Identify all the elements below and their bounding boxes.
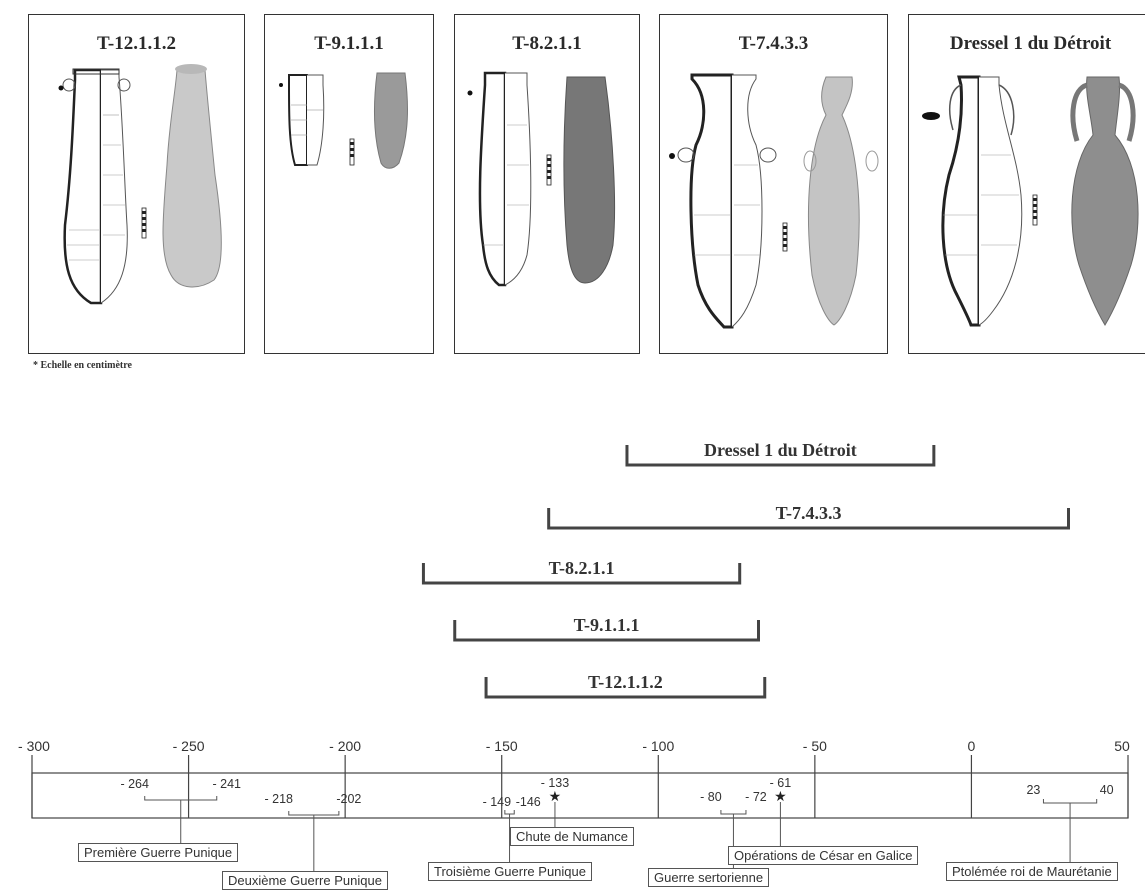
axis-tick-label: - 200 (329, 738, 361, 754)
range-label: T-12.1.1.2 (486, 672, 765, 693)
event-date: 40 (1100, 783, 1114, 797)
event-bracket (505, 810, 514, 814)
event-date: - 61 (770, 776, 792, 790)
event-date: - 218 (265, 792, 294, 806)
event-bracket (1043, 799, 1096, 803)
axis-tick-label: - 150 (486, 738, 518, 754)
axis-tick-label: - 50 (803, 738, 827, 754)
event-date: -202 (336, 792, 361, 806)
event-date: - 133 (541, 776, 570, 790)
axis-tick-label: - 100 (642, 738, 674, 754)
event-date: - 264 (120, 777, 149, 791)
event-bracket (145, 796, 217, 800)
event-label: Troisième Guerre Punique (428, 862, 592, 881)
event-label: Deuxième Guerre Punique (222, 871, 388, 890)
event-label: Opérations de César en Galice (728, 846, 918, 865)
event-date: 23 (1026, 783, 1040, 797)
range-label: Dressel 1 du Détroit (627, 440, 934, 461)
event-date: - 72 (745, 790, 767, 804)
event-date: - 80 (700, 790, 722, 804)
event-bracket (289, 811, 339, 815)
event-bracket (721, 810, 746, 814)
axis-tick-label: 50 (1114, 738, 1130, 754)
event-label: Première Guerre Punique (78, 843, 238, 862)
axis-tick-label: 0 (968, 738, 976, 754)
event-date: - 149 (483, 795, 512, 809)
timeline-axis (32, 773, 1128, 818)
event-date: - 241 (213, 777, 242, 791)
range-label: T-9.1.1.1 (455, 615, 759, 636)
event-date: -146 (516, 795, 541, 809)
axis-tick-label: - 300 (18, 738, 50, 754)
range-label: T-8.2.1.1 (423, 558, 739, 579)
range-label: T-7.4.3.3 (549, 503, 1069, 524)
axis-tick-label: - 250 (173, 738, 205, 754)
event-label: Guerre sertorienne (648, 868, 769, 887)
event-label: Ptolémée roi de Maurétanie (946, 862, 1118, 881)
event-label: Chute de Numance (510, 827, 634, 846)
